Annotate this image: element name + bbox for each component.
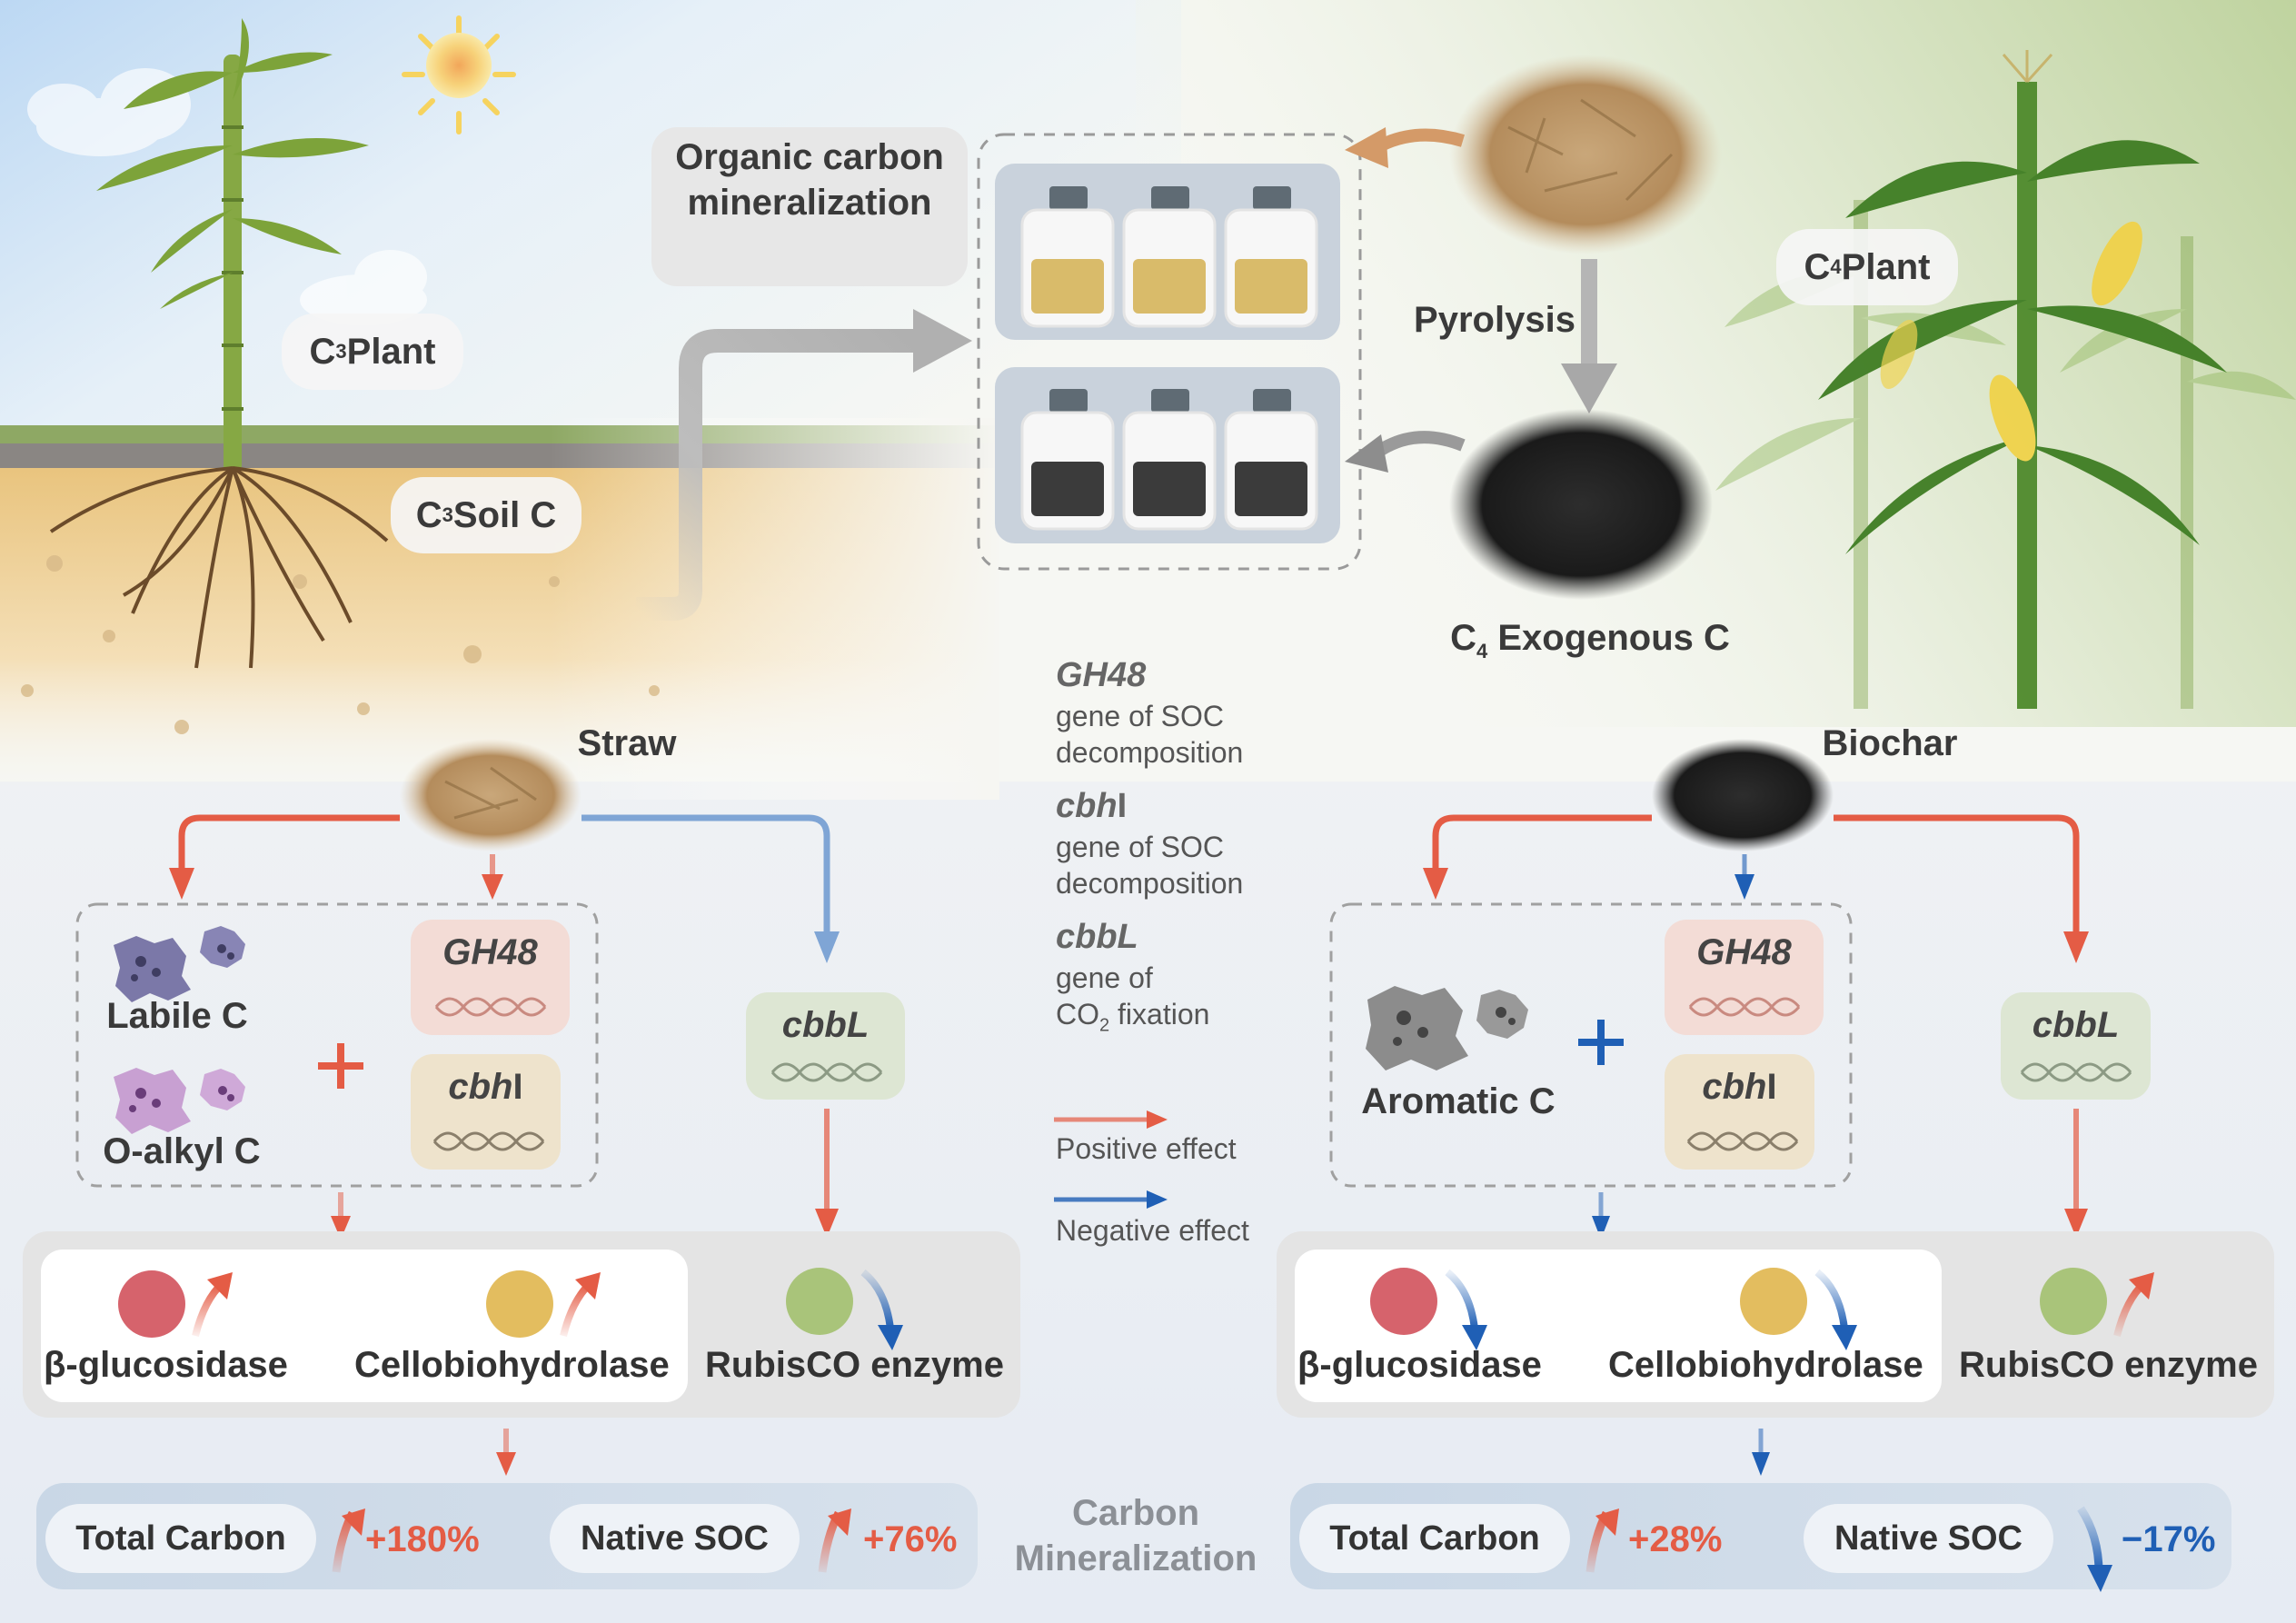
biochar-native-soc-pill: Native SOC bbox=[1804, 1504, 2053, 1573]
legend-cbbl-title: cbbL bbox=[1056, 918, 1138, 956]
straw-cbhi-label: cbhI bbox=[448, 1067, 523, 1107]
straw-total-carbon-pill: Total Carbon bbox=[45, 1504, 316, 1573]
sun-icon bbox=[402, 15, 516, 134]
aromatic-c-label: Aromatic C bbox=[1361, 1081, 1556, 1121]
biochar-beta-glucosidase-label: β-glucosidase bbox=[1297, 1345, 1542, 1385]
mineralization-title: Organic carbon mineralization bbox=[675, 137, 944, 223]
dna-icon bbox=[2020, 1062, 2132, 1082]
pyrolysis-label: Pyrolysis bbox=[1414, 300, 1575, 340]
dna-icon bbox=[1686, 1131, 1799, 1151]
straw-vials bbox=[1020, 186, 1318, 328]
legend-negative-label: Negative effect bbox=[1056, 1214, 1249, 1247]
biochar-title: Biochar bbox=[1822, 723, 1958, 763]
legend-cbhi-desc1: gene of SOC bbox=[1056, 831, 1224, 863]
legend-cbhi-title: cbhI bbox=[1056, 787, 1128, 825]
straw-rubisco-label: RubisCO enzyme bbox=[705, 1345, 1004, 1385]
legend-gh48-desc1: gene of SOC bbox=[1056, 700, 1224, 732]
legend-positive-label: Positive effect bbox=[1056, 1132, 1237, 1165]
biochar-cbhi-label: cbhI bbox=[1702, 1067, 1777, 1107]
biochar-rubisco-label: RubisCO enzyme bbox=[1959, 1345, 2258, 1385]
c4-exogenous-label: C4 Exogenous C bbox=[1450, 618, 1730, 662]
straw-pile-image bbox=[1449, 55, 1722, 254]
legend-gh48-title: GH48 bbox=[1056, 656, 1147, 694]
straw-title: Straw bbox=[577, 723, 677, 763]
dna-icon bbox=[1688, 997, 1801, 1017]
biochar-pile-image bbox=[1449, 409, 1713, 600]
biochar-cellobiohydrolase-label: Cellobiohydrolase bbox=[1608, 1345, 1923, 1385]
straw-gh48-label: GH48 bbox=[442, 932, 538, 972]
biochar-cbhi-box: cbhI bbox=[1665, 1054, 1814, 1170]
biochar-native-soc-pct: −17% bbox=[2122, 1519, 2216, 1559]
straw-native-soc-pill: Native SOC bbox=[550, 1504, 800, 1573]
c3-plant-icon bbox=[49, 18, 389, 669]
straw-beta-glucosidase-label: β-glucosidase bbox=[44, 1345, 288, 1385]
labile-c-icon bbox=[114, 926, 245, 1002]
biochar-total-carbon-pct: +28% bbox=[1628, 1519, 1723, 1559]
carbon-mineralization-label: Carbon Mineralization bbox=[1014, 1493, 1257, 1578]
straw-cbbl-box: cbbL bbox=[746, 992, 905, 1100]
o-alkyl-c-icon bbox=[114, 1068, 245, 1134]
biochar-cbbl-box: cbbL bbox=[2001, 992, 2151, 1100]
straw-native-soc-pct: +76% bbox=[863, 1519, 958, 1559]
biochar-gh48-box: GH48 bbox=[1665, 920, 1824, 1035]
labile-c-label: Labile C bbox=[106, 996, 248, 1036]
straw-total-carbon-pct: +180% bbox=[365, 1519, 480, 1559]
biochar-cbbl-label: cbbL bbox=[2032, 1005, 2120, 1045]
biochar-gh48-label: GH48 bbox=[1696, 932, 1792, 972]
straw-cbhi-box: cbhI bbox=[411, 1054, 561, 1170]
straw-small-image bbox=[400, 739, 581, 851]
dna-icon bbox=[434, 997, 547, 1017]
c4-plant-icon bbox=[1715, 50, 2296, 709]
biochar-total-carbon-pill: Total Carbon bbox=[1299, 1504, 1570, 1573]
biochar-vials bbox=[1020, 389, 1318, 531]
dna-icon bbox=[770, 1062, 883, 1082]
straw-cbbl-label: cbbL bbox=[781, 1005, 870, 1045]
legend-cbbl-desc2: CO2 fixation bbox=[1056, 998, 1210, 1036]
mineralization-title-box bbox=[651, 127, 968, 286]
legend-cbbl-desc1: gene of bbox=[1056, 961, 1153, 994]
biochar-small-image bbox=[1652, 739, 1834, 851]
dna-icon bbox=[432, 1131, 545, 1151]
aromatic-c-icon bbox=[1366, 986, 1528, 1070]
straw-cellobiohydrolase-label: Cellobiohydrolase bbox=[354, 1345, 670, 1385]
legend-gh48-desc2: decomposition bbox=[1056, 736, 1244, 769]
straw-gh48-box: GH48 bbox=[411, 920, 570, 1035]
legend-cbhi-desc2: decomposition bbox=[1056, 867, 1244, 900]
plus-icon-left bbox=[318, 1043, 363, 1089]
incubation-container bbox=[977, 133, 1362, 571]
o-alkyl-c-label: O-alkyl C bbox=[103, 1131, 261, 1171]
plus-icon-right bbox=[1578, 1020, 1624, 1065]
